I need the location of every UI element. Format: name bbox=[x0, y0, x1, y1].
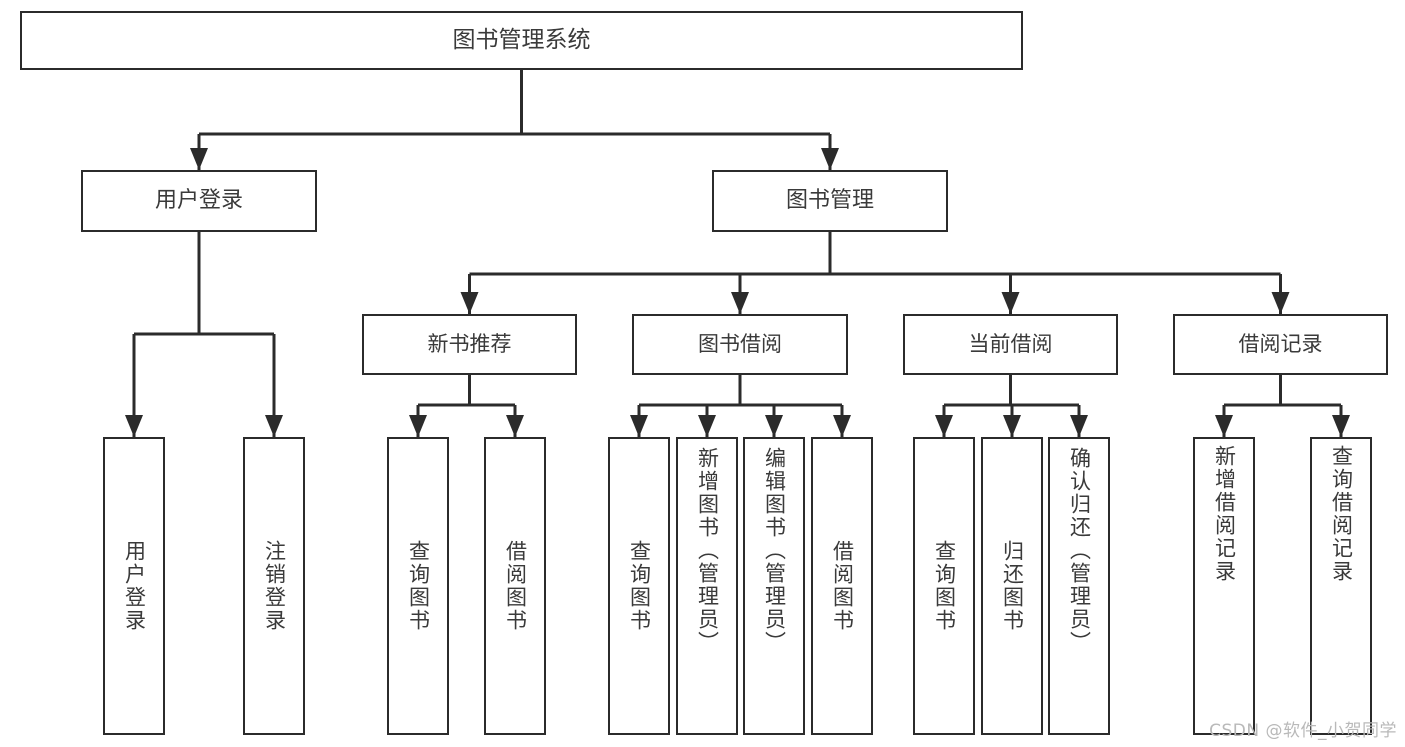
edge-group-root bbox=[190, 70, 839, 170]
node-user-login[interactable]: 用户登录 bbox=[81, 170, 317, 232]
node-label-leaf-add-record: 新增借阅记录 bbox=[1212, 445, 1237, 583]
node-label-leaf-query-book-2: 查询图书 bbox=[627, 540, 652, 632]
node-label-leaf-add-book: 新增图书（管理员） bbox=[695, 447, 720, 654]
node-label-leaf-borrow-book-1: 借阅图书 bbox=[503, 540, 528, 632]
edge-group-borrow-record bbox=[1215, 375, 1350, 437]
node-label-leaf-logout: 注销登录 bbox=[262, 540, 287, 632]
node-root[interactable]: 图书管理系统 bbox=[20, 11, 1023, 70]
edge-group-current-borrow bbox=[935, 375, 1088, 437]
node-current-borrow[interactable]: 当前借阅 bbox=[903, 314, 1118, 375]
node-label-root: 图书管理系统 bbox=[452, 26, 591, 53]
node-label-leaf-confirm-return: 确认归还（管理员） bbox=[1067, 447, 1092, 654]
node-leaf-add-book[interactable]: 新增图书（管理员） bbox=[676, 437, 738, 735]
watermark: CSDN @软件_小贺同学 bbox=[1209, 721, 1397, 741]
node-label-leaf-query-book-1: 查询图书 bbox=[406, 540, 431, 632]
node-borrow-record[interactable]: 借阅记录 bbox=[1173, 314, 1388, 375]
node-label-user-login: 用户登录 bbox=[154, 187, 243, 213]
node-book-borrow[interactable]: 图书借阅 bbox=[632, 314, 848, 375]
edge-group-book-borrow bbox=[630, 375, 851, 437]
node-new-book-rec[interactable]: 新书推荐 bbox=[362, 314, 577, 375]
node-label-leaf-query-book-3: 查询图书 bbox=[932, 540, 957, 632]
node-label-leaf-return-book: 归还图书 bbox=[1000, 540, 1025, 632]
edge-group-book-manage bbox=[460, 232, 1290, 314]
node-leaf-user-login[interactable]: 用户登录 bbox=[103, 437, 165, 735]
node-label-leaf-query-record: 查询借阅记录 bbox=[1329, 445, 1354, 583]
node-leaf-add-record[interactable]: 新增借阅记录 bbox=[1193, 437, 1255, 735]
node-label-book-borrow: 图书借阅 bbox=[698, 331, 782, 356]
edge-group-user-login bbox=[125, 232, 283, 437]
edge-group-new-book-rec bbox=[409, 375, 524, 437]
node-leaf-query-book-3[interactable]: 查询图书 bbox=[913, 437, 975, 735]
node-leaf-query-book-2[interactable]: 查询图书 bbox=[608, 437, 670, 735]
node-leaf-confirm-return[interactable]: 确认归还（管理员） bbox=[1048, 437, 1110, 735]
node-label-leaf-borrow-book-2: 借阅图书 bbox=[830, 540, 855, 632]
node-label-leaf-edit-book: 编辑图书（管理员） bbox=[762, 447, 787, 654]
node-label-leaf-user-login: 用户登录 bbox=[122, 540, 147, 632]
node-label-new-book-rec: 新书推荐 bbox=[427, 331, 512, 356]
node-label-borrow-record: 借阅记录 bbox=[1238, 331, 1323, 356]
node-leaf-logout[interactable]: 注销登录 bbox=[243, 437, 305, 735]
node-leaf-query-book-1[interactable]: 查询图书 bbox=[387, 437, 449, 735]
node-book-manage[interactable]: 图书管理 bbox=[712, 170, 948, 232]
node-leaf-borrow-book-2[interactable]: 借阅图书 bbox=[811, 437, 873, 735]
node-label-book-manage: 图书管理 bbox=[785, 187, 874, 213]
node-leaf-borrow-book-1[interactable]: 借阅图书 bbox=[484, 437, 546, 735]
node-leaf-edit-book[interactable]: 编辑图书（管理员） bbox=[743, 437, 805, 735]
node-leaf-query-record[interactable]: 查询借阅记录 bbox=[1310, 437, 1372, 735]
node-leaf-return-book[interactable]: 归还图书 bbox=[981, 437, 1043, 735]
node-label-current-borrow: 当前借阅 bbox=[968, 331, 1053, 356]
